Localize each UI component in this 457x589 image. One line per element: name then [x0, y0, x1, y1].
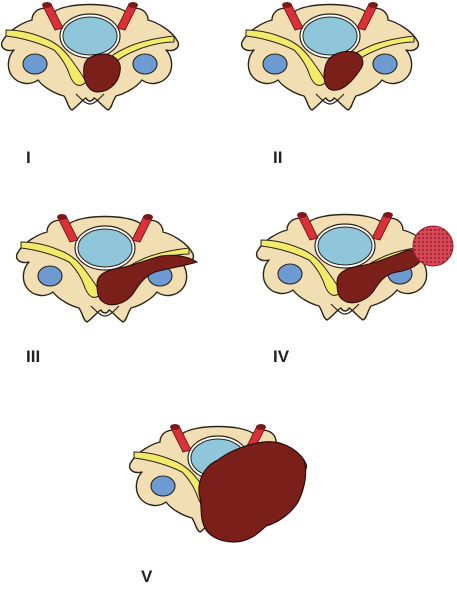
- stage-label-4: IV: [273, 347, 290, 366]
- vertebra-stage-3: [17, 214, 197, 322]
- vertebra-stage-4: [257, 212, 453, 320]
- extraspinal-mass-stage-4: [413, 226, 453, 266]
- vertebra-stage-2: [242, 2, 419, 110]
- stage-label-5: V: [141, 567, 153, 586]
- vertebra-stage-1: [2, 2, 179, 110]
- stage-label-1: I: [26, 148, 31, 167]
- vertebra-stage-5: [130, 424, 307, 542]
- stage-label-3: III: [26, 347, 40, 366]
- stage-label-2: II: [273, 148, 282, 167]
